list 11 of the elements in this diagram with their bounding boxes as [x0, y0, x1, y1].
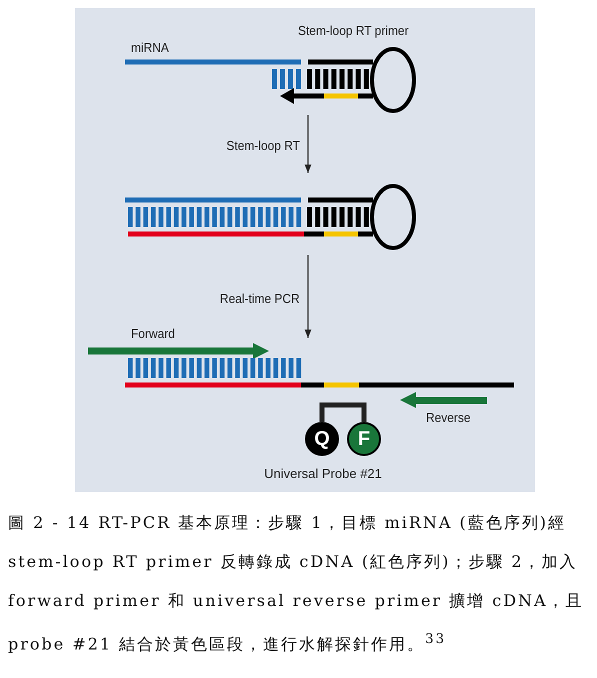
figure-caption: 圖 2 - 14 RT-PCR 基本原理：步驟 1，目標 miRNA (藍色序列)經 stem-loop RT primer 反轉錄成 cDNA (紅色序列)；步驟 2，加入 forward primer 和 universal reverse primer 擴增 cDNA，且 probe #21 結合於黃色區段，進行水解探針作用。$^{33}$ — [8, 512, 585, 656]
probe-linker — [320, 402, 366, 422]
arrow — [304, 115, 312, 173]
text-label: Stem-loop RT primer — [298, 23, 409, 38]
text-label: Reverse — [426, 410, 471, 425]
text-label: Forward — [131, 326, 175, 341]
text-label: miRNA — [131, 40, 169, 55]
text-label: Universal Probe #21 — [263, 466, 383, 481]
edge-label: Real-time PCR — [220, 290, 300, 306]
edge-label: Stem-loop RT — [226, 138, 300, 153]
arrow — [304, 255, 312, 338]
